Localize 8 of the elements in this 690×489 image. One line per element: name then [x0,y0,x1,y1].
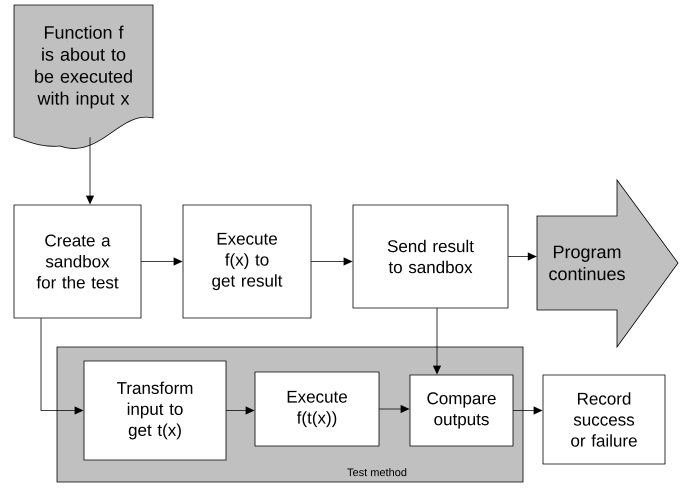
process-box: Transform input to get t(x) [84,360,226,460]
process-box: Send result to sandbox [352,204,508,308]
process-box: Create a sandbox for the test [14,204,142,318]
process-box: Compare outputs [410,374,514,446]
process-box: Execute f(x) to get result [182,204,312,318]
process-box: Execute f(t(x)) [254,372,380,446]
terminal-box: Program continues [536,178,678,348]
process-box: Record success or failure [542,374,666,464]
